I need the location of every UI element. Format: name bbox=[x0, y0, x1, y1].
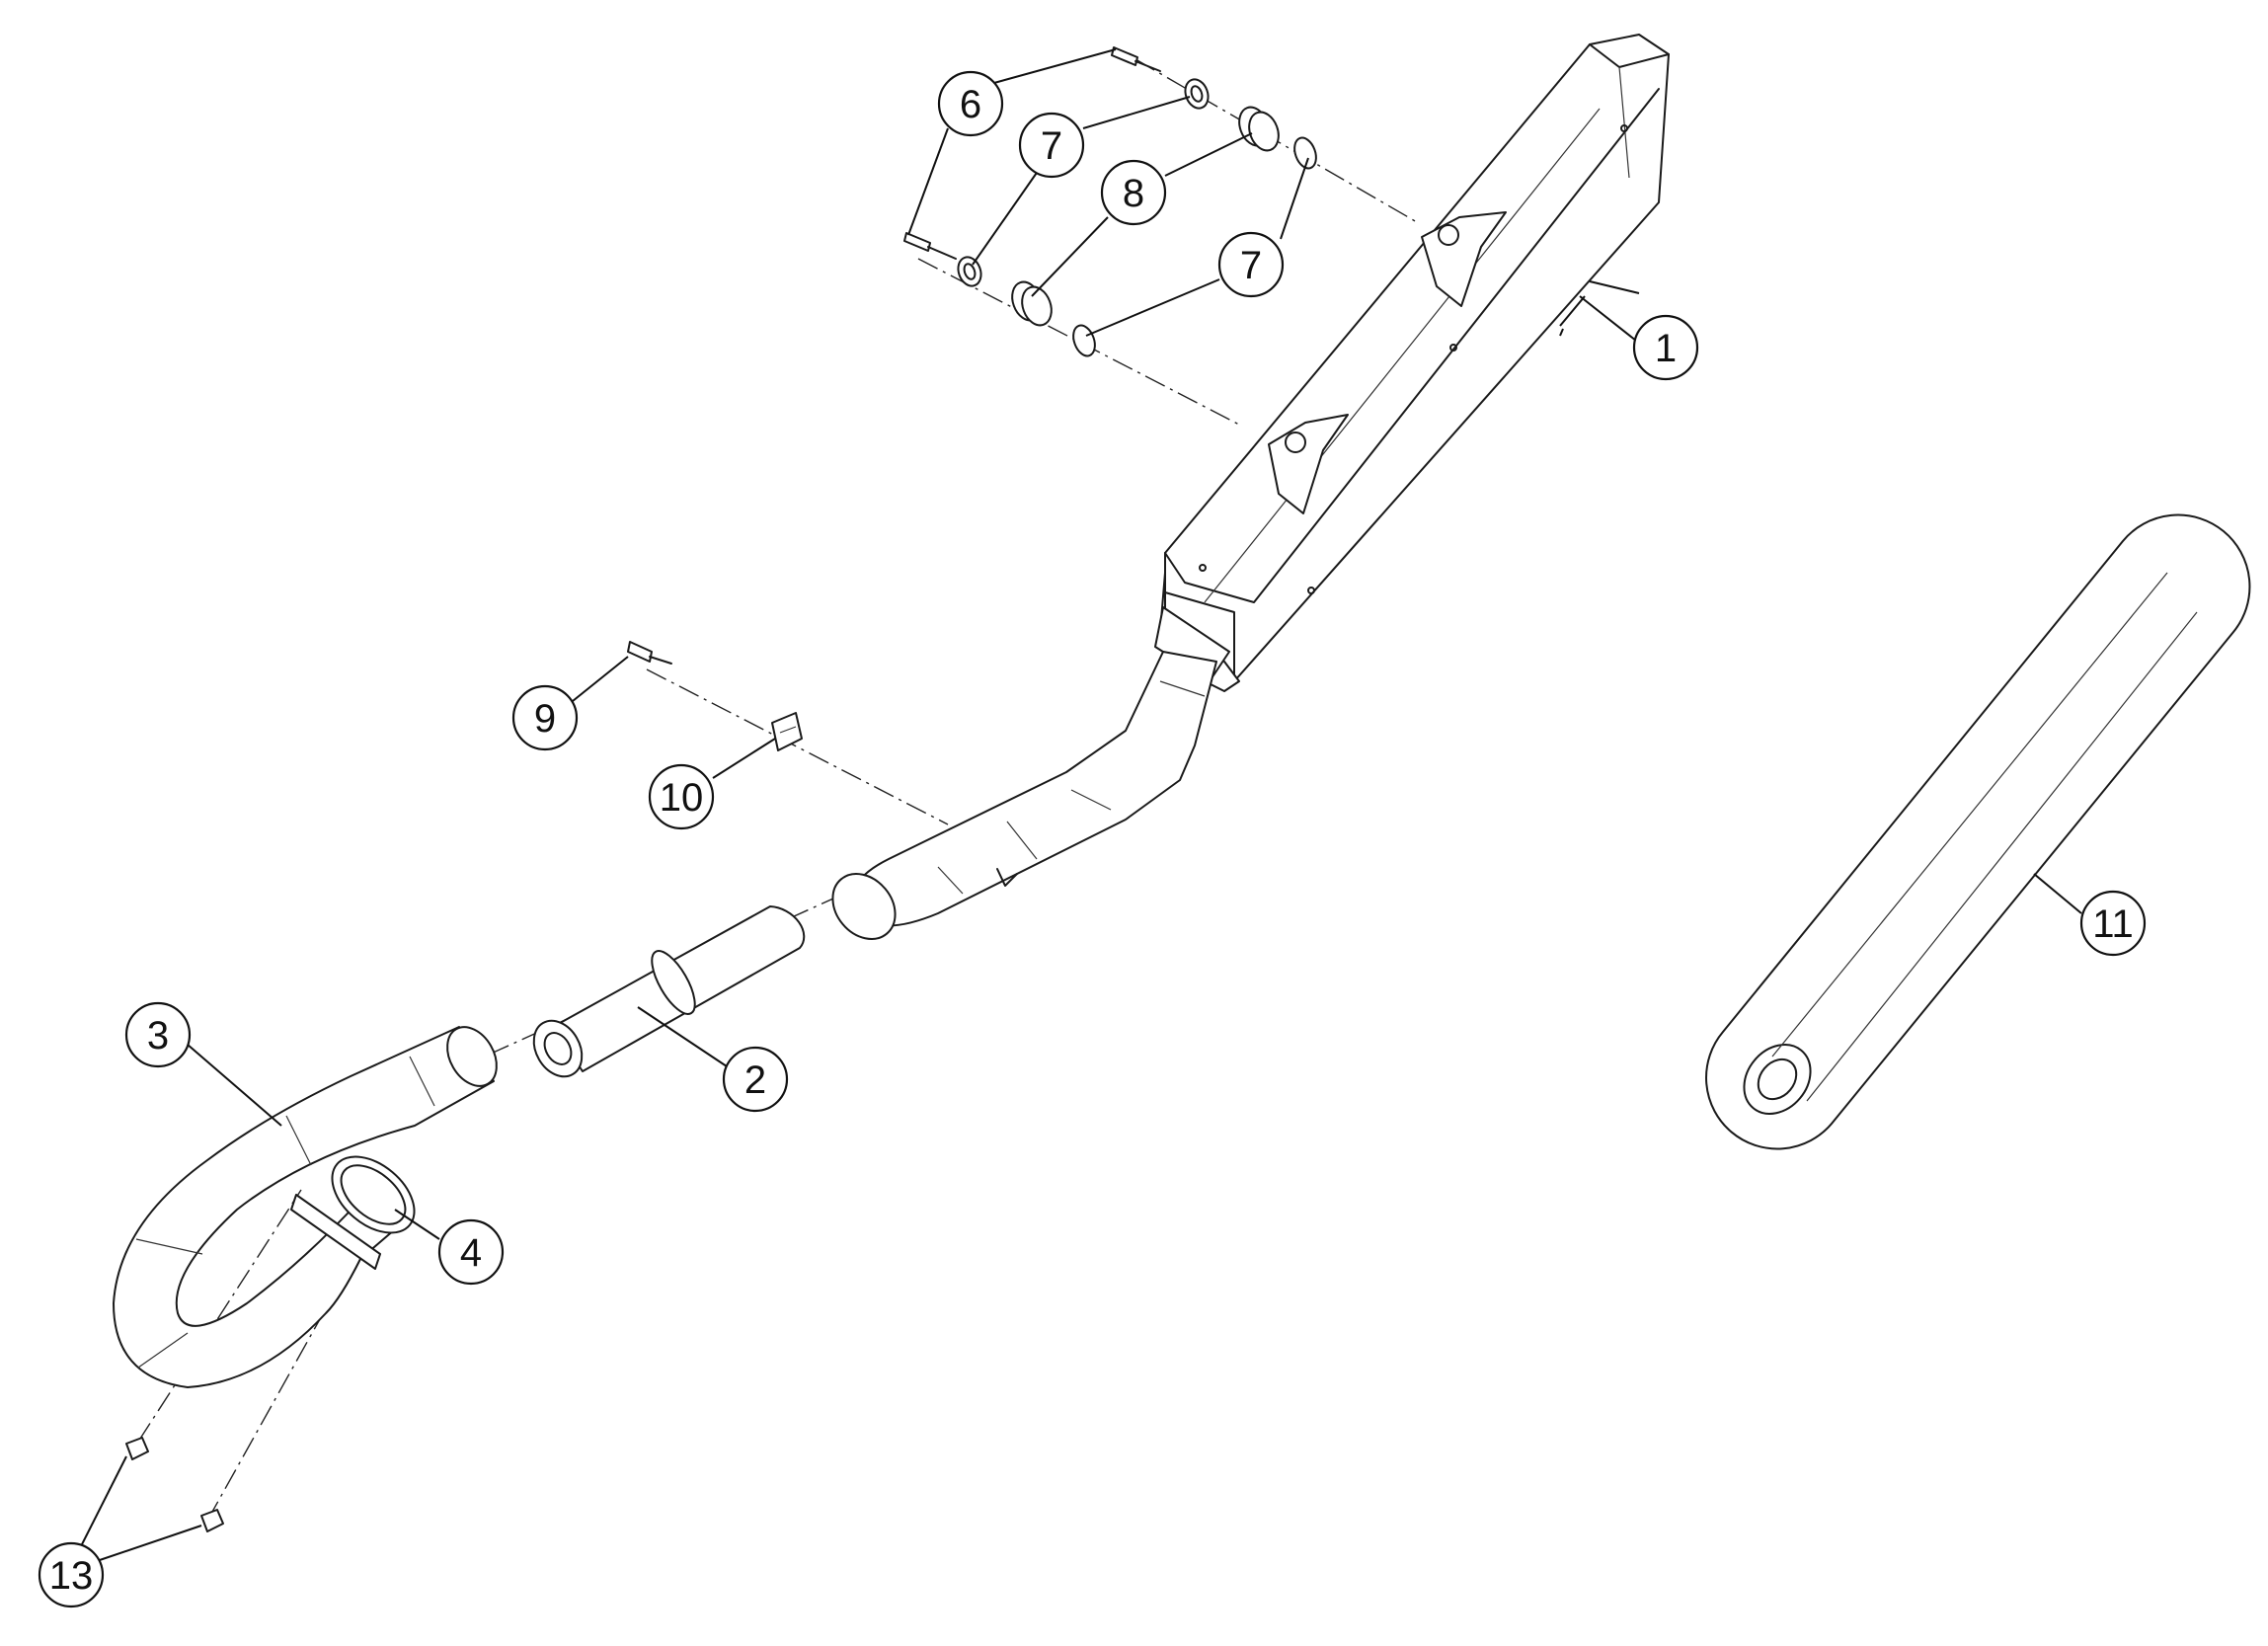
mid-pipe bbox=[831, 651, 1217, 940]
gasket bbox=[331, 1155, 416, 1234]
callout-6: 6 bbox=[937, 70, 1004, 137]
callout-13: 13 bbox=[38, 1541, 105, 1608]
svg-text:2: 2 bbox=[744, 1058, 766, 1102]
svg-text:8: 8 bbox=[1123, 172, 1144, 215]
silencer bbox=[1154, 34, 1670, 692]
heat-shield-tube bbox=[1704, 513, 2251, 1150]
svg-text:11: 11 bbox=[2092, 902, 2134, 946]
svg-text:6: 6 bbox=[960, 83, 981, 126]
callout-8: 8 bbox=[1100, 159, 1167, 226]
pipe-bolt bbox=[627, 641, 672, 665]
callout-7-upper: 7 bbox=[1018, 112, 1085, 179]
clip-nut bbox=[771, 712, 803, 751]
svg-text:13: 13 bbox=[49, 1554, 94, 1598]
header-nuts bbox=[125, 1437, 224, 1532]
svg-text:3: 3 bbox=[147, 1014, 169, 1058]
callout-1: 1 bbox=[1632, 314, 1699, 381]
callout-9: 9 bbox=[511, 684, 579, 751]
callout-4: 4 bbox=[437, 1218, 505, 1286]
header-pipe bbox=[113, 1026, 498, 1388]
svg-text:1: 1 bbox=[1655, 327, 1677, 370]
callout-10: 10 bbox=[648, 763, 715, 830]
callout-7-lower: 7 bbox=[1217, 231, 1285, 298]
connector-pipe bbox=[532, 905, 806, 1078]
callout-2: 2 bbox=[722, 1046, 789, 1113]
svg-text:9: 9 bbox=[534, 697, 556, 741]
svg-text:4: 4 bbox=[460, 1231, 482, 1275]
svg-text:7: 7 bbox=[1041, 124, 1062, 168]
mounting-hardware bbox=[903, 46, 1317, 357]
svg-text:10: 10 bbox=[660, 776, 704, 820]
leader-lines bbox=[78, 48, 2082, 1563]
svg-text:7: 7 bbox=[1240, 244, 1262, 287]
callout-11: 11 bbox=[2079, 890, 2147, 957]
callout-3: 3 bbox=[124, 1001, 192, 1068]
